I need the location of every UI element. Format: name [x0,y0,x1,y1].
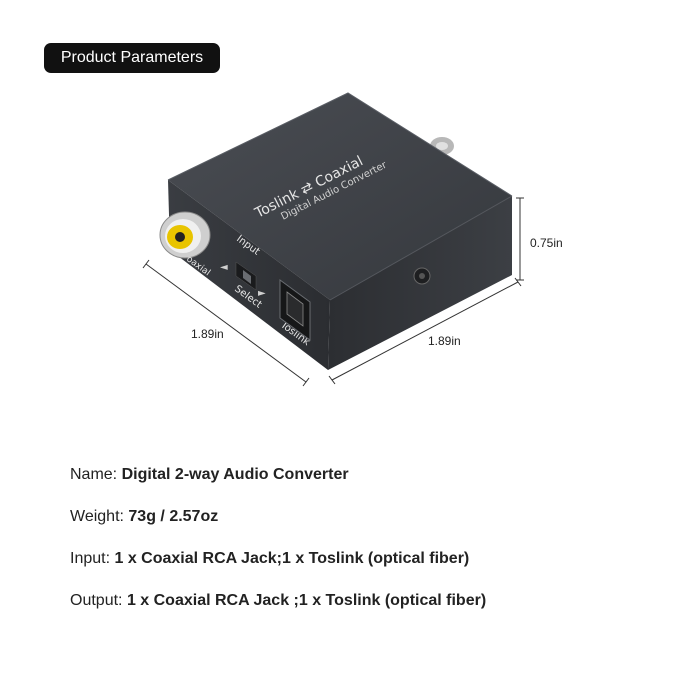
spec-row-output: Output: 1 x Coaxial RCA Jack ;1 x Toslin… [70,590,486,632]
dimension-line-left [142,259,310,387]
spec-value: Digital 2-way Audio Converter [121,466,349,483]
height-dimension-label: 0.75in [530,236,563,250]
spec-value: 73g / 2.57oz [128,508,219,525]
spec-row-name: Name: Digital 2-way Audio Converter [70,464,486,506]
spec-key: Name: [70,466,118,483]
spec-value: 1 x Coaxial RCA Jack;1 x Toslink (optica… [114,550,470,567]
device-top-face [168,93,512,300]
dimension-line-front [328,277,522,385]
spec-row-input: Input: 1 x Coaxial RCA Jack;1 x Toslink … [70,548,486,590]
product-image: Toslink ⇄ Coaxial Digital Audio Converte… [142,92,524,387]
spec-key: Weight: [70,508,124,525]
product-parameters-badge: Product Parameters [44,43,220,73]
select-switch [235,261,257,291]
spec-list: Name: Digital 2-way Audio Converter Weig… [70,464,486,632]
power-jack [413,267,431,285]
arrow-left-icon: ◄ [220,262,228,273]
coaxial-rca-jack [159,211,211,259]
toslink-port [279,279,311,341]
dimension-line-height [516,197,524,281]
width-dimension-label: 1.89in [428,334,461,348]
depth-dimension-label: 1.89in [191,327,224,341]
spec-key: Output: [70,592,123,609]
spec-row-weight: Weight: 73g / 2.57oz [70,506,486,548]
spec-key: Input: [70,550,111,567]
spec-value: 1 x Coaxial RCA Jack ;1 x Toslink (optic… [126,592,487,609]
arrow-right-icon: ► [258,288,266,299]
